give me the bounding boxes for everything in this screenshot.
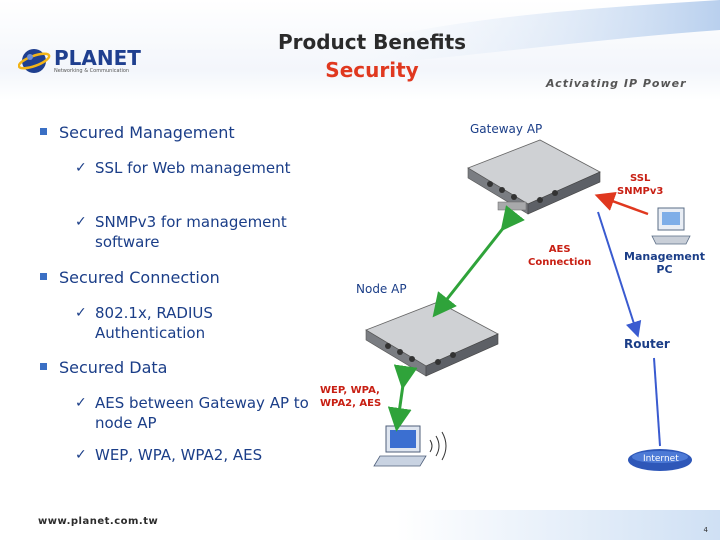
sub-bullet-aes: ✓AES between Gateway AP to node AP	[75, 394, 309, 432]
bullet-secured-data: Secured Data	[40, 358, 167, 377]
header-swoosh	[300, 0, 720, 70]
gateway-router-line	[597, 211, 642, 338]
sub-bullet-wep: ✓WEP, WPA, WPA2, AES	[75, 446, 263, 464]
wep-wpa-label: WEP, WPA,WPA2, AES	[320, 385, 382, 409]
checkmark-icon: ✓	[75, 214, 87, 230]
checkmark-icon: ✓	[75, 305, 87, 321]
slogan: Activating IP Power	[546, 77, 687, 90]
page-title: Product Benefits	[277, 30, 467, 54]
checkmark-icon: ✓	[75, 395, 87, 411]
node-ap-label: Node AP	[356, 282, 407, 296]
internet-cloud-icon	[628, 449, 692, 471]
bullet-secured-connection: Secured Connection	[40, 268, 220, 287]
node-ap-device	[365, 301, 499, 377]
wep-connection-arrow	[387, 364, 418, 432]
router-label: Router	[624, 337, 670, 351]
ssl-arrow	[594, 192, 649, 216]
sub-bullet-radius: ✓802.1x, RADIUS Authentication	[75, 304, 213, 342]
wireless-signal-icon	[429, 431, 447, 461]
router-internet-line	[653, 357, 661, 447]
planet-globe-icon	[18, 49, 51, 73]
footer-url: www.planet.com.tw	[38, 516, 159, 527]
bullet-square-icon	[40, 273, 47, 280]
internet-label: Internet	[643, 454, 679, 464]
checkmark-icon: ✓	[75, 447, 87, 463]
brand-tagline: Networking & Communication	[54, 68, 130, 74]
page-subtitle: Security	[325, 58, 419, 82]
sub-bullet-ssl: ✓SSL for Web management	[75, 159, 291, 177]
brand-name: PLANET	[54, 46, 141, 70]
bullet-square-icon	[40, 128, 47, 135]
aes-connection-arrow	[432, 205, 525, 318]
management-pc-icon	[651, 207, 691, 245]
bullet-secured-management: Secured Management	[40, 123, 235, 142]
gateway-ap-device	[467, 139, 601, 215]
sub-bullet-snmp: ✓SNMPv3 for management software	[75, 213, 287, 251]
page-number: 4	[703, 526, 708, 534]
footer-background	[0, 510, 720, 540]
planet-logo: PLANET Networking & Communication	[18, 44, 141, 78]
bullet-square-icon	[40, 363, 47, 370]
checkmark-icon: ✓	[75, 160, 87, 176]
gateway-ap-label: Gateway AP	[470, 122, 543, 136]
laptop-icon	[373, 425, 427, 467]
